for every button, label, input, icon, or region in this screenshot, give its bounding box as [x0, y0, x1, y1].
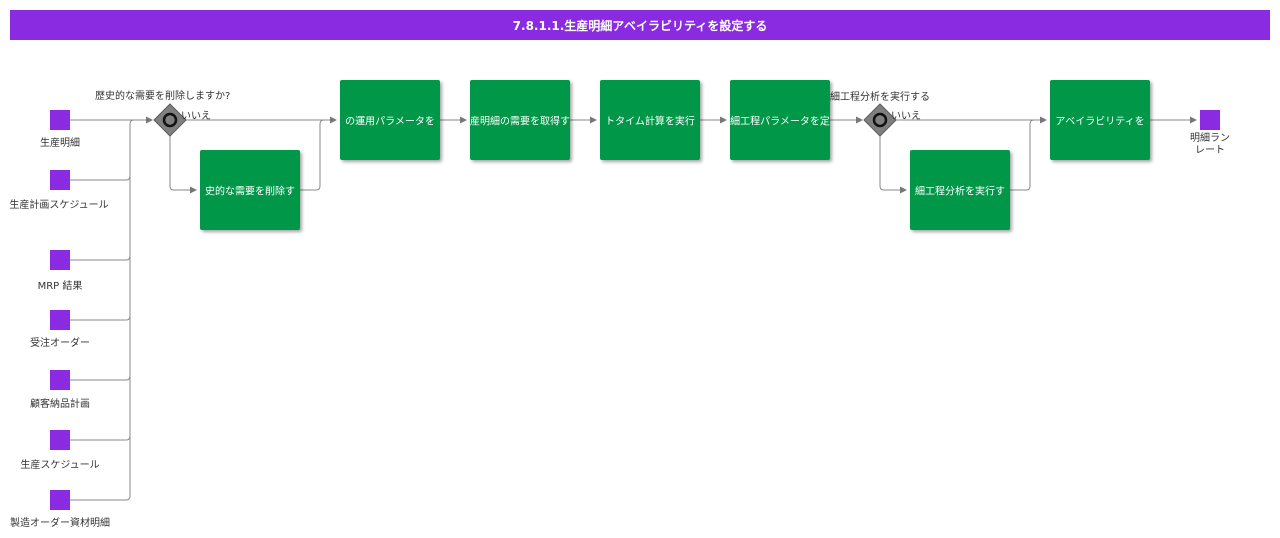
input-label: 生産明細: [40, 138, 80, 149]
input-data-object-icon[interactable]: [50, 430, 70, 450]
input-data-object-icon[interactable]: [50, 370, 70, 390]
input-label: 顧客納品計画: [30, 399, 90, 410]
input-label: 生産計画スケジュール: [9, 200, 109, 211]
task-set-availability[interactable]: アベイラビリティを: [1050, 80, 1150, 160]
decision-gateway-2: [863, 103, 897, 137]
output-label: 明細ラン レート: [1190, 133, 1230, 156]
input-data-object-icon[interactable]: [50, 110, 70, 130]
task-label: の運用パラメータを: [345, 116, 435, 128]
task-operational-parameters[interactable]: の運用パラメータを: [340, 80, 440, 160]
task-label: アベイラビリティを: [1055, 116, 1145, 128]
input-label: 受注オーダー: [30, 338, 90, 349]
task-run-leadtime-calc[interactable]: トタイム計算を実行: [600, 80, 700, 160]
input-data-object-icon[interactable]: [50, 310, 70, 330]
task-run-detail-analysis[interactable]: 細工程分析を実行す: [910, 150, 1010, 230]
input-data-object-icon[interactable]: [50, 490, 70, 510]
input-data-object-icon[interactable]: [50, 250, 70, 270]
task-label: 細工程分析を実行す: [915, 186, 1005, 198]
task-label: 細工程パラメータを定: [730, 116, 830, 128]
gateway-label: 歴史的な需要を削除しますか?: [95, 91, 231, 102]
task-define-detail-parameters[interactable]: 細工程パラメータを定: [730, 80, 830, 160]
branch-label-no: いいえ: [181, 111, 211, 122]
input-label: 製造オーダー資材明細: [10, 518, 110, 529]
task-label: トタイム計算を実行: [605, 116, 695, 128]
task-label: 産明細の需要を取得す: [470, 116, 570, 128]
task-label: 史的な需要を削除す: [205, 186, 295, 198]
input-label: 生産スケジュール: [20, 460, 100, 471]
output-data-object-icon[interactable]: [1200, 110, 1220, 130]
input-label: MRP 結果: [37, 281, 83, 292]
gateway-label: 細工程分析を実行する: [830, 92, 930, 103]
decision-gateway-1: [153, 103, 187, 137]
task-get-detail-demand[interactable]: 産明細の需要を取得す: [470, 80, 570, 160]
task-delete-historical-demand[interactable]: 史的な需要を削除す: [200, 150, 300, 230]
input-data-object-icon[interactable]: [50, 170, 70, 190]
branch-label-no: いいえ: [891, 111, 921, 122]
page-title: 7.8.1.1.生産明細アベイラビリティを設定する: [10, 10, 1270, 40]
